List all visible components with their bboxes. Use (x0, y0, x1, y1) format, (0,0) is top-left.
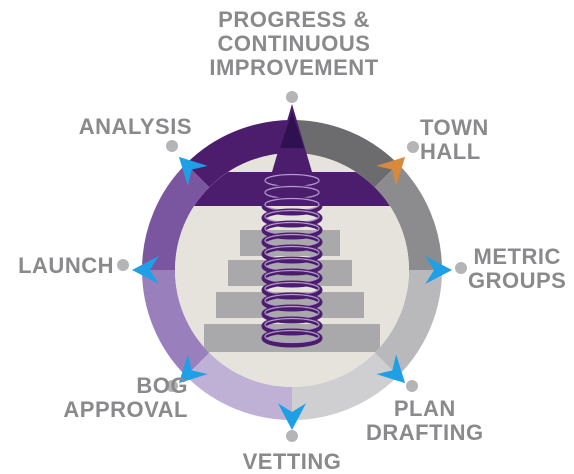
spring-coil (261, 172, 323, 348)
label-analysis: ANALYSIS (78, 114, 192, 139)
ring-segment-7 (142, 163, 210, 270)
label-metric-groups: METRIC GROUPS (468, 244, 567, 293)
metric-groups-dot (455, 262, 467, 274)
label-bog-approval: BOG APPROVAL (63, 373, 188, 422)
label-town-hall: TOWN HALL (420, 115, 489, 164)
town-hall-dot (407, 141, 419, 153)
town-hall-arrow (376, 156, 406, 186)
launch-dot (117, 259, 129, 271)
label-launch: LAUNCH (18, 253, 114, 278)
spring-loop-highlight (264, 329, 320, 344)
progress-dot (286, 91, 298, 103)
cycle-ring (142, 120, 442, 420)
analysis-dot (166, 140, 178, 152)
label-plan-drafting: PLAN DRAFTING (366, 396, 484, 445)
bog-approval-arrow (178, 354, 208, 384)
launch-arrow (132, 255, 159, 285)
plan-drafting-arrow (376, 354, 406, 384)
ring-segment-8 (185, 120, 292, 188)
label-vetting: VETTING (242, 449, 342, 474)
ring-arrows (132, 156, 452, 430)
ring-segment-2 (374, 163, 442, 270)
vetting-dot (286, 430, 298, 442)
ring-segment-1 (292, 120, 399, 188)
metric-groups-arrow (425, 255, 452, 285)
analysis-arrow (178, 156, 208, 186)
ring-segment-4 (292, 352, 399, 420)
staircase (204, 230, 380, 352)
ring-segment-6 (142, 270, 210, 377)
plan-drafting-dot (406, 380, 418, 392)
vetting-arrow (277, 403, 307, 430)
progress-arrow-highlight (280, 112, 304, 148)
ring-segment-5 (185, 352, 292, 420)
label-dots (117, 91, 467, 442)
ring-segment-3 (374, 270, 442, 377)
bog-approval-dot (166, 380, 178, 392)
step-4 (204, 324, 380, 352)
label-progress: PROGRESS & CONTINUOUS IMPROVEMENT (209, 7, 379, 80)
